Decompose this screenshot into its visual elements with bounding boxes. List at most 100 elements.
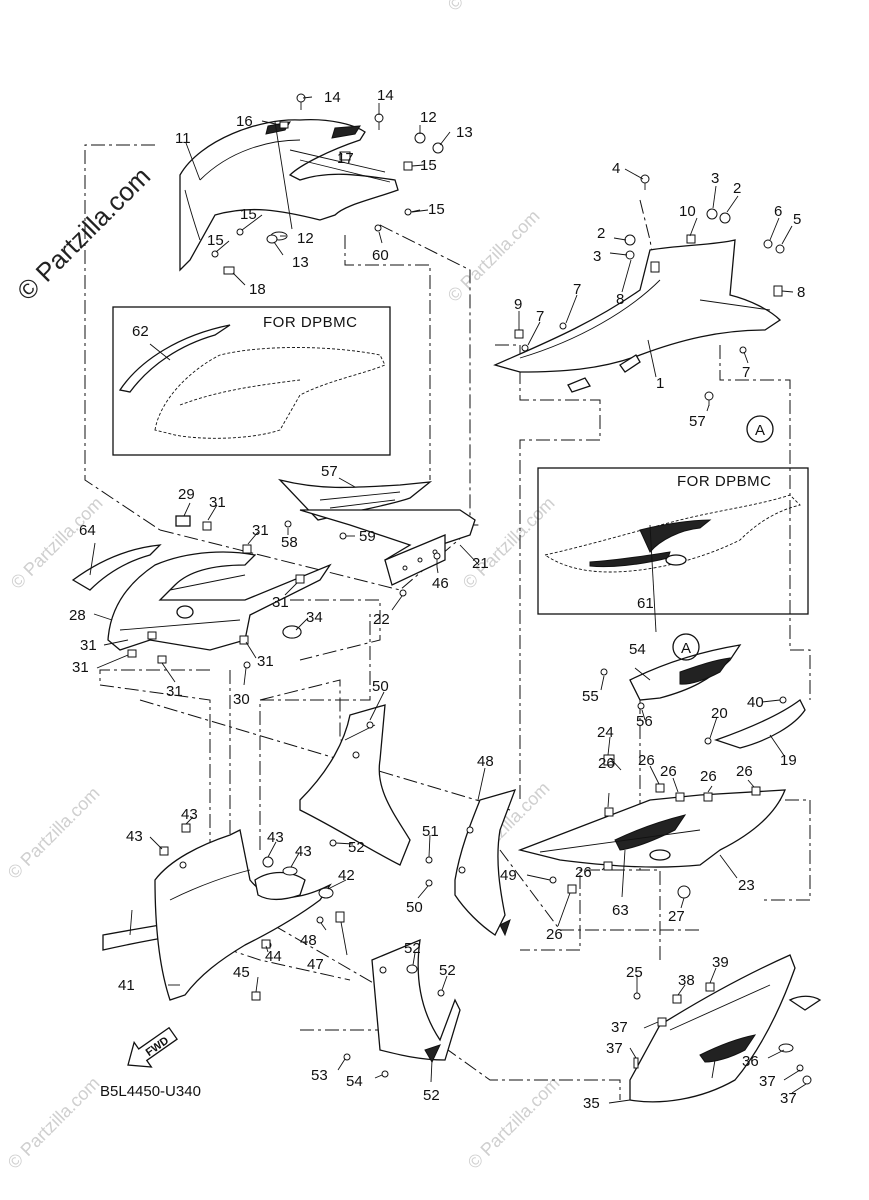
- screw-icon: [739, 346, 747, 354]
- part-label: 56: [636, 713, 653, 730]
- part-label: 52: [404, 940, 421, 957]
- part-label: 40: [747, 694, 764, 711]
- part-label: 42: [338, 867, 355, 884]
- part-label: 7: [742, 364, 750, 381]
- screw-icon: [433, 552, 441, 567]
- fwd-label: FWD: [144, 1035, 171, 1059]
- screw-icon: [559, 322, 567, 330]
- part-23-side-panel: [517, 789, 786, 868]
- part-11-upper-cowl: [179, 119, 399, 272]
- grommet-icon: [406, 964, 418, 974]
- leader-lines: [89, 96, 807, 1104]
- part-label: 43: [267, 829, 284, 846]
- part-label: 9: [514, 296, 522, 313]
- part-label: 34: [306, 609, 323, 626]
- part-label: 45: [233, 964, 250, 981]
- part-49-inner-panel: [299, 704, 411, 866]
- part-label: 15: [207, 232, 224, 249]
- part-label: 8: [797, 284, 805, 301]
- watermark-main: © Partzilla.com: [11, 161, 156, 306]
- part-label: 29: [178, 486, 195, 503]
- part-label: 54: [629, 641, 646, 658]
- part-label: 54: [346, 1073, 363, 1090]
- clip-icon: [239, 635, 249, 645]
- part-label: 31: [72, 659, 89, 676]
- nut-icon: [763, 239, 785, 254]
- part-59-decal: [639, 519, 712, 553]
- clip-icon: [675, 792, 685, 802]
- watermark: © Partzilla.com: [464, 1073, 564, 1173]
- part-label: 22: [373, 611, 390, 628]
- part-label: 52: [423, 1087, 440, 1104]
- part-label: 25: [626, 964, 643, 981]
- part-label: 37: [780, 1090, 797, 1107]
- grommet-icon: [677, 885, 691, 899]
- part-19-cover: [713, 699, 806, 749]
- part-label: 14: [377, 87, 394, 104]
- part-label: 28: [69, 607, 86, 624]
- part-label: 30: [233, 691, 250, 708]
- clip-icon: [657, 1017, 667, 1027]
- part-label: 63: [612, 902, 629, 919]
- callout-a-lower: A: [672, 633, 700, 661]
- part-label: 41: [118, 977, 135, 994]
- clip-icon: [181, 823, 191, 833]
- part-label: 3: [711, 170, 719, 187]
- part-label: 31: [252, 522, 269, 539]
- part-label: 6: [774, 203, 782, 220]
- clip-icon: [147, 631, 157, 640]
- screw-icon: [339, 532, 347, 540]
- part-label: 26: [700, 768, 717, 785]
- part-label: 2: [597, 225, 605, 242]
- clip-icon: [705, 982, 715, 992]
- part-label: 43: [295, 843, 312, 860]
- clip-icon: [751, 786, 761, 796]
- part-label: 50: [372, 678, 389, 695]
- screw-icon: [296, 93, 306, 110]
- screw-icon: [316, 916, 324, 924]
- part-label: 31: [80, 637, 97, 654]
- clip-icon: [251, 991, 261, 1001]
- inset-label: FOR DPBMC: [677, 473, 772, 490]
- clip-icon: [655, 783, 665, 793]
- part-60-decal: [118, 324, 231, 393]
- clip-icon: [223, 266, 235, 275]
- part-label: 37: [759, 1073, 776, 1090]
- part-label: 15: [420, 157, 437, 174]
- screw-icon: [284, 520, 292, 528]
- part-label: 5: [793, 211, 801, 228]
- grommet-icon: [778, 1043, 794, 1053]
- part-label: 57: [321, 463, 338, 480]
- svg-text:A: A: [755, 422, 765, 439]
- part-label: 52: [348, 839, 365, 856]
- clip-icon: [703, 792, 713, 802]
- part-61-decal: [614, 814, 687, 851]
- part-label: 12: [420, 109, 437, 126]
- inset-label: FOR DPBMC: [263, 314, 358, 331]
- fwd-arrow-icon: FWD: [127, 1026, 178, 1068]
- part-label: 35: [583, 1095, 600, 1112]
- clip-icon: [159, 846, 169, 856]
- part-label: 12: [297, 230, 314, 247]
- part-label: 27: [668, 908, 685, 925]
- part-label: 37: [606, 1040, 623, 1057]
- part-label: 31: [272, 594, 289, 611]
- clip-icon: [403, 161, 413, 171]
- part-label: 15: [428, 201, 445, 218]
- screw-icon: [381, 1070, 389, 1078]
- part-1-side-cover: [493, 239, 782, 393]
- clip-icon: [603, 754, 615, 766]
- screw-icon: [637, 702, 645, 710]
- screw-icon: [329, 839, 337, 847]
- inset-box-dpbmc-lower: FOR DPBMC: [537, 467, 809, 615]
- clip-icon: [339, 151, 351, 161]
- part-label: 52: [439, 962, 456, 979]
- grommet-icon: [318, 887, 334, 899]
- screw-icon: [633, 992, 641, 1000]
- part-label: 58: [281, 534, 298, 551]
- part-label: 10: [679, 203, 696, 220]
- clip-icon: [514, 329, 524, 339]
- part-label: 19: [780, 752, 797, 769]
- part-label: 50: [406, 899, 423, 916]
